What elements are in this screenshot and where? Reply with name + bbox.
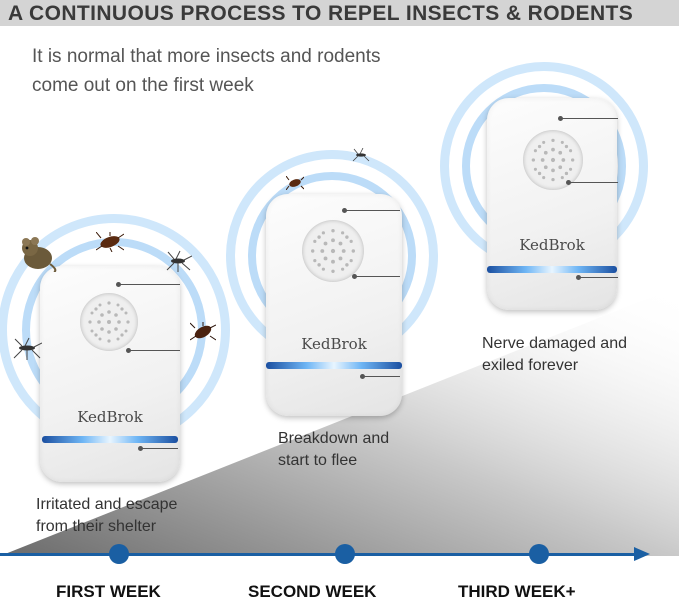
caption-third-week: Nerve damaged and exiled forever: [482, 333, 627, 377]
leader-dot: [360, 374, 365, 379]
blue-led-band: [266, 362, 402, 369]
blue-led-band: [42, 436, 178, 443]
leader-dot: [116, 282, 121, 287]
leader-line: [562, 118, 618, 119]
repeller-body: KedBrok: [266, 194, 402, 416]
leader-line: [130, 350, 180, 351]
speaker-grille-icon: [80, 293, 138, 351]
brand-label: KedBrok: [519, 236, 585, 254]
intro-line-1: It is normal that more insects and roden…: [32, 46, 381, 67]
header-title: A CONTINUOUS PROCESS TO REPEL INSECTS & …: [8, 2, 634, 25]
week-label-first: FIRST WEEK: [56, 582, 161, 601]
week-label-third: THIRD WEEK+: [458, 582, 576, 601]
week-label-second: SECOND WEEK: [248, 582, 377, 601]
cockroach-icon: [286, 176, 304, 190]
speaker-grille-icon: [523, 130, 583, 190]
mosquito-icon: [166, 250, 192, 272]
caption-line: start to flee: [278, 452, 358, 469]
leader-dot: [126, 348, 131, 353]
leader-dot: [558, 116, 563, 121]
leader-line: [346, 210, 400, 211]
leader-line: [142, 448, 178, 449]
intro-text: It is normal that more insects and roden…: [32, 42, 462, 100]
timeline-dot-second-week: [335, 544, 355, 564]
caption-first-week: Irritated and escape from their shelter: [36, 494, 177, 538]
leader-line: [570, 182, 618, 183]
timeline-dot-third-week: [529, 544, 549, 564]
blue-led-band: [487, 266, 617, 273]
cockroach-icon: [190, 322, 216, 341]
caption-line: Irritated and escape: [36, 496, 178, 513]
leader-line: [120, 284, 180, 285]
caption-line: Nerve damaged and: [482, 335, 627, 352]
mouse-icon: [22, 237, 57, 272]
timeline-dot-first-week: [109, 544, 129, 564]
intro-line-2: come out on the first week: [32, 75, 254, 96]
timeline-arrow-icon: [634, 547, 650, 561]
leader-line: [364, 376, 400, 377]
leader-dot: [342, 208, 347, 213]
caption-line: exiled forever: [482, 357, 579, 374]
leader-dot: [576, 275, 581, 280]
cockroach-icon: [96, 232, 124, 252]
leader-dot: [352, 274, 357, 279]
caption-line: from their shelter: [36, 518, 157, 535]
speaker-grille-icon: [302, 220, 364, 282]
caption-line: Breakdown and: [278, 430, 390, 447]
brand-label: KedBrok: [301, 335, 367, 353]
header-bar: A CONTINUOUS PROCESS TO REPEL INSECTS & …: [0, 0, 679, 26]
timeline-line: [0, 553, 636, 556]
leader-dot: [566, 180, 571, 185]
brand-label: KedBrok: [77, 408, 143, 426]
mosquito-icon: [352, 148, 370, 162]
mosquito-icon: [13, 337, 42, 360]
leader-line: [356, 276, 400, 277]
leader-line: [580, 277, 618, 278]
caption-second-week: Breakdown and start to flee: [278, 428, 389, 472]
leader-dot: [138, 446, 143, 451]
repeller-body: KedBrok: [487, 98, 617, 310]
repeller-body: KedBrok: [40, 266, 180, 482]
